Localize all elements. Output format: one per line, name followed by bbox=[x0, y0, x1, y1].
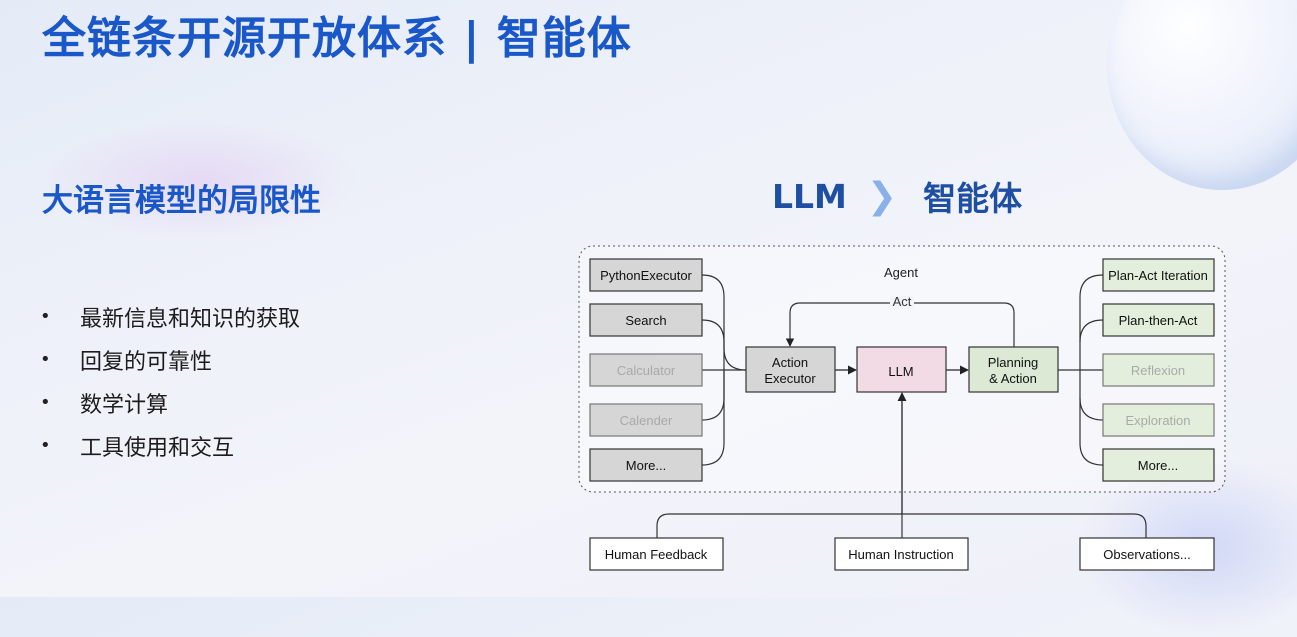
agent-diagram: Agent Act PythonExecutor Search Calculat… bbox=[578, 245, 1226, 571]
input-connectors bbox=[656, 513, 1147, 538]
strategy-box-plan-then-act bbox=[1102, 303, 1215, 337]
strategy-connectors bbox=[1058, 274, 1104, 466]
tool-box-more bbox=[589, 448, 703, 482]
diagram-heading: LLM ❯ 智能体 bbox=[772, 172, 1022, 220]
input-label: Observations... bbox=[1103, 547, 1190, 562]
list-item: • 最新信息和知识的获取 bbox=[40, 295, 300, 338]
act-label-bg bbox=[890, 296, 914, 309]
agent-label: Agent bbox=[884, 265, 918, 280]
section-title: 大语言模型的局限性 bbox=[42, 183, 321, 219]
bullet-icon: • bbox=[40, 392, 51, 413]
tool-box-calculator bbox=[589, 353, 703, 387]
heading-llm: LLM bbox=[772, 176, 847, 216]
list-item: • 回复的可靠性 bbox=[40, 338, 300, 381]
list-item: • 数学计算 bbox=[40, 381, 300, 424]
planning-label-line2: & Action bbox=[989, 371, 1037, 386]
list-item-text: 工具使用和交互 bbox=[80, 435, 235, 461]
strategies-group: Plan-Act Iteration Plan-then-Act Reflexi… bbox=[1102, 258, 1215, 482]
tools-group: PythonExecutor Search Calculator Calende… bbox=[589, 258, 703, 482]
slide-title: 全链条开源开放体系 | 智能体 bbox=[42, 13, 632, 64]
bullet-icon: • bbox=[40, 349, 51, 370]
input-box-human-feedback bbox=[589, 537, 724, 571]
action-executor-label-line2: Executor bbox=[764, 371, 816, 386]
planning-action-box bbox=[968, 346, 1059, 393]
tool-label: Calender bbox=[620, 413, 673, 428]
strategy-box-more bbox=[1102, 448, 1215, 482]
list-item-text: 回复的可靠性 bbox=[80, 349, 213, 375]
strategy-label: Exploration bbox=[1125, 413, 1190, 428]
llm-box bbox=[856, 346, 947, 393]
strategy-box-exploration bbox=[1102, 403, 1215, 437]
strategy-box-reflexion bbox=[1102, 353, 1215, 387]
inputs-group: Human Feedback Human Instruction Observa… bbox=[589, 537, 1215, 571]
tool-label: PythonExecutor bbox=[600, 268, 692, 283]
chevron-right-icon: ❯ bbox=[866, 175, 898, 217]
tool-label: More... bbox=[626, 458, 666, 473]
list-item-text: 最新信息和知识的获取 bbox=[80, 306, 301, 332]
tool-label: Calculator bbox=[617, 363, 676, 378]
action-executor-label-line1: Action bbox=[772, 355, 808, 370]
bullet-icon: • bbox=[40, 435, 51, 456]
planning-label-line1: Planning bbox=[988, 355, 1039, 370]
bullet-icon: • bbox=[40, 306, 51, 327]
strategy-label: Plan-then-Act bbox=[1119, 313, 1198, 328]
list-item-text: 数学计算 bbox=[80, 392, 169, 418]
action-executor-box bbox=[745, 346, 836, 393]
strategy-label: Reflexion bbox=[1131, 363, 1185, 378]
input-box-observations bbox=[1079, 537, 1215, 571]
tool-connectors bbox=[701, 274, 747, 466]
heading-agent: 智能体 bbox=[923, 179, 1023, 218]
act-label: Act bbox=[893, 294, 912, 309]
input-label: Human Feedback bbox=[605, 547, 708, 562]
input-box-human-instruction bbox=[834, 537, 969, 571]
tool-label: Search bbox=[625, 313, 666, 328]
strategy-box-plan-act-iteration bbox=[1102, 258, 1215, 292]
tool-box-python-executor bbox=[589, 258, 703, 292]
tool-box-calender bbox=[589, 403, 703, 437]
strategy-label: More... bbox=[1138, 458, 1178, 473]
background-glow-left bbox=[40, 120, 360, 240]
list-item: • 工具使用和交互 bbox=[40, 424, 300, 467]
tool-box-search bbox=[589, 303, 703, 337]
strategy-label: Plan-Act Iteration bbox=[1108, 268, 1208, 283]
limitations-list: • 最新信息和知识的获取 • 回复的可靠性 • 数学计算 • 工具使用和交互 bbox=[40, 295, 300, 467]
llm-label: LLM bbox=[888, 364, 913, 379]
input-label: Human Instruction bbox=[848, 547, 954, 562]
